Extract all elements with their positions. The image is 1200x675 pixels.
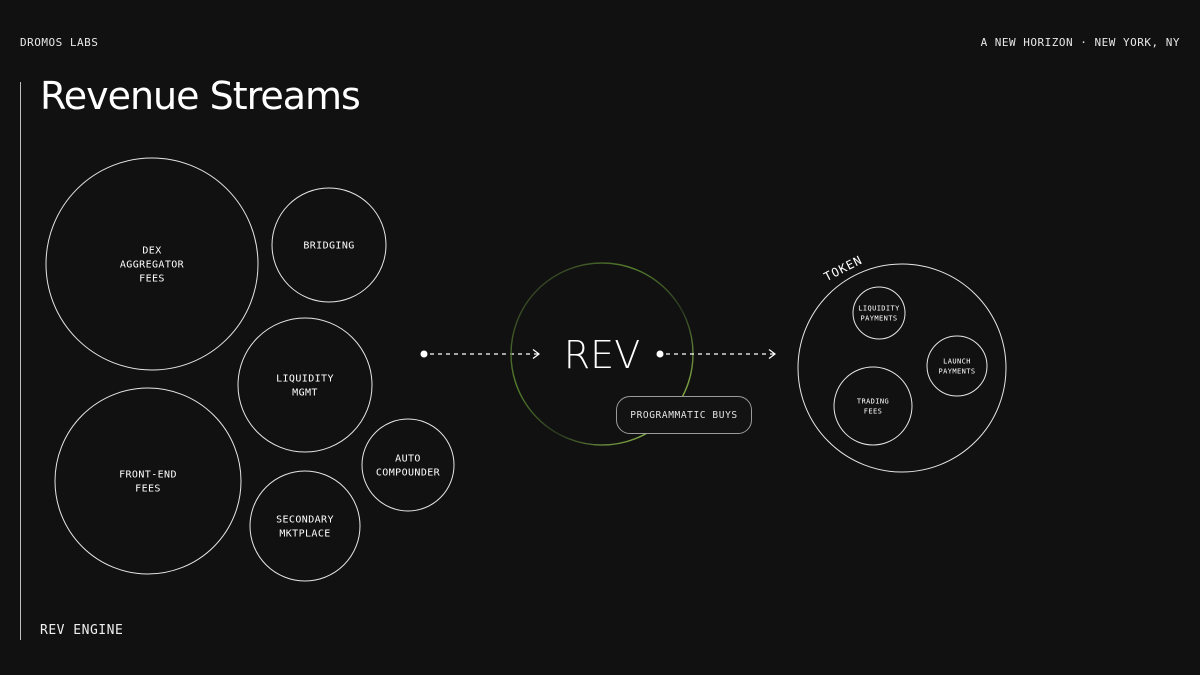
token-item-launch-payments: LAUNCH PAYMENTS [926,335,988,397]
token-node: TOKEN [797,253,1007,473]
stream-dex-aggregator: DEX AGGREGATOR FEES [45,157,259,371]
token-item-trading-fees: TRADING FEES [833,366,913,446]
token-item-liquidity-payments: LIQUIDITY PAYMENTS [852,286,906,340]
rev-node: REV [510,262,694,446]
stream-label: DEX AGGREGATOR FEES [120,246,185,285]
stream-label: BRIDGING [303,241,354,252]
page-title: Revenue Streams [40,74,361,118]
circle-label-line: LIQUIDITY [858,304,900,312]
circle-label-line: AUTO [395,454,421,465]
token-item-label: LAUNCH PAYMENTS [939,357,976,375]
arrow-to-token [656,349,776,359]
circle-label-line: FEES [139,274,165,285]
stream-label: LIQUIDITY MGMT [276,374,334,399]
programmatic-buys-tag: PROGRAMMATIC BUYS [616,396,752,434]
circle-label-line: LAUNCH [943,357,971,365]
token-label: TOKEN [822,253,865,284]
stream-secondary-mktplace: SECONDARY MKTPLACE [249,470,361,582]
stream-label: FRONT-END FEES [119,470,177,495]
token-item-label: LIQUIDITY PAYMENTS [858,304,900,322]
circle-label-line: FRONT-END [119,470,177,481]
stream-label: SECONDARY MKTPLACE [276,515,334,540]
circle-label-line: MKTPLACE [279,529,330,540]
circle-label-line: FEES [864,407,882,415]
circle-label-line: COMPOUNDER [376,468,441,479]
event-label: A NEW HORIZON · NEW YORK, NY [980,36,1180,49]
circle-label-line: PAYMENTS [861,314,898,322]
circle-label-line: DEX [142,246,161,257]
brand-label: DROMOS LABS [20,36,99,49]
circle-label-line: PAYMENTS [939,367,976,375]
circle-label-line: SECONDARY [276,515,334,526]
stream-bridging: BRIDGING [271,187,387,303]
stream-front-end-fees: FRONT-END FEES [54,387,242,575]
rev-label: REV [564,333,640,377]
circle-label-line: TRADING [857,397,889,405]
footer-label: REV ENGINE [40,623,124,638]
circle-label-line: MGMT [292,388,318,399]
circle-label-line: FEES [135,484,161,495]
circle-label-line: BRIDGING [303,241,354,252]
stream-liquidity-mgmt: LIQUIDITY MGMT [237,317,373,453]
token-item-label: TRADING FEES [857,397,889,415]
stream-label: AUTO COMPOUNDER [376,454,441,479]
circle-label-line: LIQUIDITY [276,374,334,385]
circle-label-line: AGGREGATOR [120,260,185,271]
arrow-to-rev [420,349,540,359]
left-divider [20,82,21,640]
stream-auto-compounder: AUTO COMPOUNDER [361,418,455,512]
